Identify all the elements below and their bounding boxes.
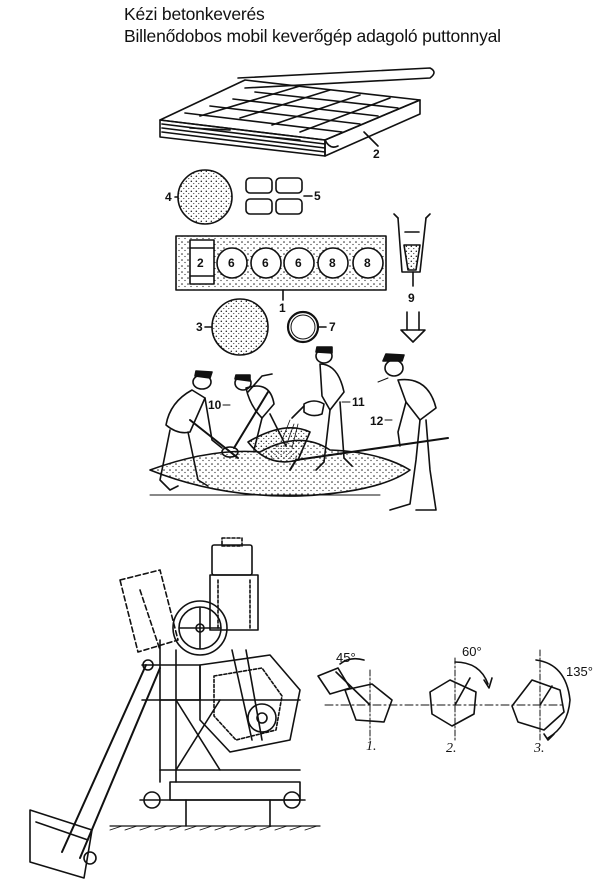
label-12: 12	[370, 414, 384, 428]
water-ring-7	[286, 310, 327, 344]
label-7: 7	[329, 320, 336, 334]
mixing-platform	[159, 67, 435, 157]
box-item-6c: 6	[295, 256, 302, 270]
site-layout-box-1	[175, 235, 387, 301]
box-item-6b: 6	[262, 256, 269, 270]
down-arrow	[400, 311, 426, 343]
box-item-6a: 6	[228, 256, 235, 270]
cement-bags-5	[245, 177, 313, 215]
title-hand-mixing: Kézi betonkeverés	[124, 4, 265, 24]
label-11: 11	[352, 395, 365, 409]
drum-position-1	[317, 657, 393, 741]
drum-position-2	[429, 657, 493, 743]
label-2: 2	[373, 147, 380, 161]
measuring-box-9	[393, 213, 431, 287]
label-1: 1	[279, 301, 286, 315]
workers-scene	[149, 346, 449, 511]
drum-positions	[317, 649, 571, 743]
label-4: 4	[165, 190, 172, 204]
box-item-2: 2	[197, 256, 204, 270]
angle-60: 60°	[462, 644, 482, 659]
sand-pile-4	[177, 169, 233, 225]
box-item-8b: 8	[364, 256, 371, 270]
gravel-pile-3	[211, 298, 269, 356]
title-tilting-drum-mixer: Billenődobos mobil keverőgép adagoló put…	[124, 26, 501, 46]
title-block: Kézi betonkeverés Billenődobos mobil kev…	[124, 3, 501, 47]
position-1-label: 1.	[366, 739, 377, 754]
position-2-label: 2.	[446, 741, 457, 756]
label-10: 10	[208, 398, 222, 412]
drum-mixer-machine	[29, 537, 321, 879]
label-3: 3	[196, 320, 203, 334]
angle-45: 45°	[336, 650, 356, 665]
label-5: 5	[314, 189, 321, 203]
drum-position-3	[511, 649, 571, 743]
box-item-8a: 8	[329, 256, 336, 270]
label-9: 9	[408, 291, 415, 305]
position-3-label: 3.	[533, 741, 545, 756]
angle-135: 135°	[566, 664, 593, 679]
